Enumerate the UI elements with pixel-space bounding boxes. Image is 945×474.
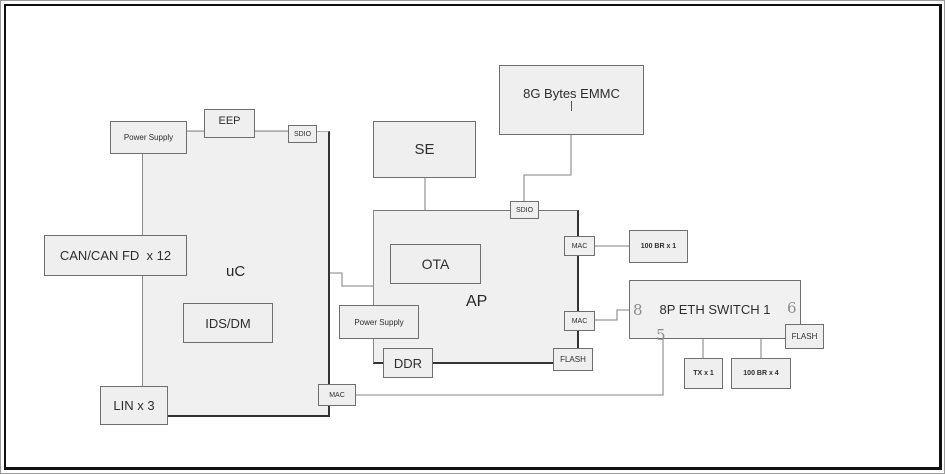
text-caret	[571, 101, 572, 111]
lin-box: LIN x 3	[100, 386, 168, 425]
ap-sdio-box: SDIO	[510, 201, 539, 219]
ota-label: OTA	[421, 256, 450, 272]
wire-emmc-sdio	[523, 134, 572, 201]
uc-mac-label: MAC	[329, 391, 345, 399]
switch-port-5: 5	[656, 326, 666, 344]
ap-flash-label: FLASH	[560, 355, 586, 364]
ap-sdio-label: SDIO	[515, 206, 534, 214]
uc-sdio-label: SDIO	[293, 130, 312, 138]
ota-box: OTA	[390, 244, 481, 284]
eth-switch-label: 8P ETH SWITCH 1	[659, 302, 771, 317]
switch-flash-box: FLASH	[785, 324, 824, 349]
can-label: CAN/CAN FD x 12	[59, 248, 172, 263]
ap-power-supply-box: Power Supply	[339, 305, 419, 339]
lin-label: LIN x 3	[113, 398, 155, 413]
eep-label: EEP	[218, 115, 241, 127]
ap-mac1-label: MAC	[571, 242, 588, 250]
ap-block	[373, 210, 579, 364]
switch-port-8: 8	[633, 301, 643, 319]
uc-mac-box: MAC	[318, 384, 356, 406]
ap-mac1-box: MAC	[564, 236, 595, 256]
emmc-box: 8G Bytes EMMC	[499, 65, 644, 135]
ddr-label: DDR	[393, 355, 423, 371]
eep-box: EEP	[204, 109, 255, 138]
eth-switch-box: 8P ETH SWITCH 1	[629, 280, 801, 339]
br4-label: 100 BR x 4	[743, 370, 779, 377]
ids-dm-box: IDS/DM	[183, 303, 273, 343]
switch-flash-label: FLASH	[791, 332, 818, 341]
br1-label: 100 BR x 1	[640, 243, 677, 250]
can-box: CAN/CAN FD x 12	[44, 235, 187, 276]
ids-dm-label: IDS/DM	[205, 315, 251, 331]
se-label: SE	[414, 141, 435, 158]
uc-label: uC	[226, 263, 246, 280]
ap-mac2-box: MAC	[564, 311, 595, 331]
br1-box: 100 BR x 1	[629, 230, 688, 263]
tx1-label: TX x 1	[693, 370, 714, 377]
ap-power-supply-label: Power Supply	[354, 317, 404, 327]
uc-power-supply-box: Power Supply	[110, 121, 187, 154]
tx1-box: TX x 1	[684, 358, 723, 389]
se-box: SE	[373, 121, 476, 178]
ap-mac2-label: MAC	[571, 317, 588, 325]
emmc-label: 8G Bytes EMMC	[523, 86, 620, 101]
ap-flash-box: FLASH	[553, 348, 593, 371]
br4-box: 100 BR x 4	[731, 358, 791, 389]
wire-uc-ap	[329, 272, 373, 287]
uc-sdio-box: SDIO	[288, 125, 317, 143]
uc-power-supply-label: Power Supply	[123, 133, 174, 142]
wire-mac2-switch	[595, 309, 629, 321]
switch-port-6: 6	[787, 299, 797, 317]
ap-label: AP	[466, 293, 488, 310]
ddr-box: DDR	[383, 348, 433, 378]
wire-ucmac-switch	[356, 338, 664, 396]
